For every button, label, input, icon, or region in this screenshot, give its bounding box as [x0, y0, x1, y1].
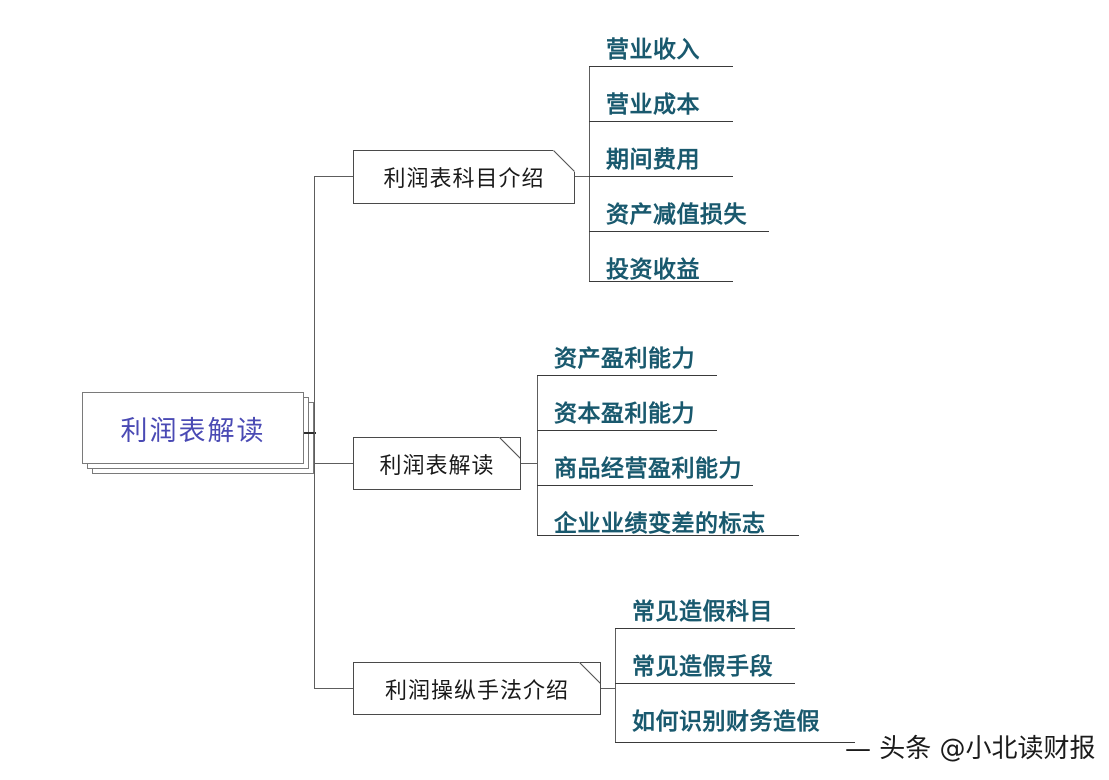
leaf-label: 资产减值损失	[606, 202, 747, 228]
leaf-rule	[537, 485, 753, 486]
leaf-rule	[589, 121, 733, 122]
leaf-item[interactable]: 企业业绩变差的标志	[554, 504, 766, 538]
leaf-rule	[589, 231, 769, 232]
branch-node-2-label: 利润表解读	[379, 453, 495, 479]
leaf-label: 营业成本	[606, 92, 700, 118]
leaf-label: 资本盈利能力	[554, 401, 695, 427]
connector-branch-3-stub	[601, 688, 615, 689]
folded-corner-icon	[579, 662, 601, 684]
folded-corner-icon	[499, 437, 521, 459]
leaf-label: 常见造假科目	[632, 599, 773, 625]
connector-leaf-spine-2	[537, 375, 538, 535]
leaf-item[interactable]: 资本盈利能力	[554, 394, 695, 428]
leaf-label: 常见造假手段	[632, 654, 773, 680]
leaf-label: 企业业绩变差的标志	[554, 511, 766, 537]
leaf-label: 营业收入	[606, 37, 700, 63]
branch-node-3[interactable]: 利润操纵手法介绍	[353, 662, 601, 715]
watermark: — 头条 @小北读财报	[845, 734, 1096, 764]
leaf-rule	[615, 683, 795, 684]
leaf-label: 投资收益	[606, 257, 700, 283]
leaf-item[interactable]: 常见造假科目	[632, 592, 773, 626]
leaf-item[interactable]: 资产减值损失	[606, 195, 747, 229]
leaf-item[interactable]: 商品经营盈利能力	[554, 449, 742, 483]
folded-corner-icon	[553, 150, 575, 172]
leaf-rule	[537, 375, 717, 376]
leaf-rule	[537, 430, 717, 431]
leaf-rule	[615, 742, 855, 743]
leaf-label: 如何识别财务造假	[632, 709, 820, 735]
branch-node-1-label: 利润表科目介绍	[383, 167, 545, 192]
leaf-item[interactable]: 营业收入	[606, 30, 700, 64]
branch-node-2[interactable]: 利润表解读	[353, 437, 521, 490]
leaf-item[interactable]: 期间费用	[606, 140, 700, 174]
leaf-label: 商品经营盈利能力	[554, 456, 742, 482]
leaf-item[interactable]: 营业成本	[606, 85, 700, 119]
connector-main-spine	[314, 176, 315, 688]
leaf-item[interactable]: 如何识别财务造假	[632, 702, 820, 736]
connector-leaf-spine-3	[615, 628, 616, 742]
root-node-card[interactable]: 利润表解读	[82, 392, 304, 464]
connector-leaf-spine-1	[589, 66, 590, 281]
connector-spine-to-branch-3	[314, 688, 354, 689]
leaf-item[interactable]: 常见造假手段	[632, 647, 773, 681]
leaf-rule	[589, 176, 733, 177]
connector-branch-1-stub	[575, 176, 589, 177]
leaf-label: 期间费用	[606, 147, 700, 173]
leaf-rule	[615, 628, 795, 629]
leaf-rule	[589, 66, 733, 67]
connector-spine-to-branch-1	[314, 176, 354, 177]
branch-node-1[interactable]: 利润表科目介绍	[353, 150, 575, 204]
leaf-item[interactable]: 资产盈利能力	[554, 339, 695, 373]
connector-root-stub	[304, 432, 316, 434]
leaf-item[interactable]: 投资收益	[606, 250, 700, 284]
connector-spine-to-branch-2	[314, 463, 354, 464]
root-node-label: 利润表解读	[120, 415, 266, 447]
branch-node-3-label: 利润操纵手法介绍	[384, 678, 569, 704]
root-node[interactable]: 利润表解读	[82, 392, 314, 474]
connector-branch-2-stub	[521, 463, 537, 464]
leaf-rule	[537, 535, 799, 536]
leaf-rule	[589, 281, 733, 282]
leaf-label: 资产盈利能力	[554, 346, 695, 372]
